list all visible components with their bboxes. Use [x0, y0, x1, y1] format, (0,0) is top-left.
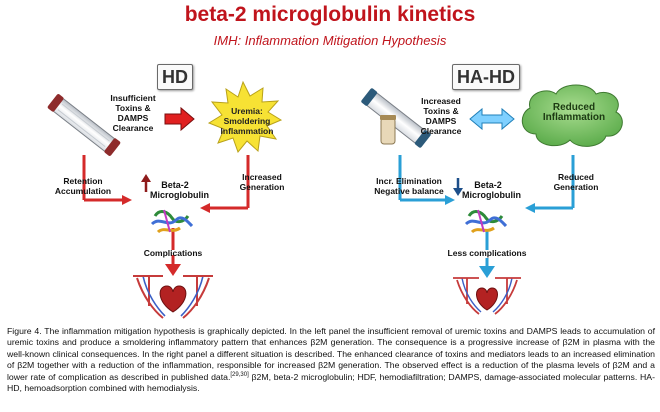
right-flow-arrows [398, 155, 575, 266]
left-protein-icon [150, 209, 194, 234]
left-dialyzer-icon [47, 94, 121, 156]
right-arrowhead-2 [525, 203, 535, 213]
reduced-generation-label: Reduced Generation [553, 172, 599, 192]
left-red-arrow-icon [164, 106, 195, 132]
caption-citation: [29,30] [230, 371, 249, 378]
left-arrowhead-3 [165, 264, 181, 276]
page-title: beta-2 microglobulin kinetics [184, 3, 476, 26]
right-down-arrowhead [453, 188, 463, 196]
right-beta2-label: Beta-2 Microglobulin [462, 180, 521, 200]
caption-tail: β2M, beta-2 microglobulin; HDF, hemodiaf… [7, 371, 655, 394]
incr-elimination-label: Incr. Elimination Negative balance [374, 176, 444, 196]
left-heart-vessels-icon [133, 275, 213, 319]
right-arrowhead-1 [445, 195, 455, 205]
left-arrowhead-2 [200, 203, 210, 213]
left-arrowhead-1 [122, 195, 132, 205]
increased-generation-label: Increased Generation [239, 172, 285, 192]
right-heart-vessels-icon [453, 277, 521, 315]
caption-text: Figure 4. The inflammation mitigation hy… [7, 326, 655, 382]
left-flow-arrows [82, 155, 250, 264]
hd-box: HD [157, 64, 193, 90]
left-up-arrowhead [141, 174, 151, 182]
less-complications-label: Less complications [447, 248, 527, 258]
complications-label: Complications [143, 248, 203, 258]
right-clearance-label: Increased Toxins & DAMPS Clearance [420, 96, 462, 136]
adsorption-cartridge-icon [380, 115, 396, 145]
right-protein-icon [464, 209, 508, 234]
starburst-icon [207, 80, 283, 154]
page-subtitle: IMH: Inflammation Mitigation Hypothesis [213, 33, 447, 48]
figure-caption: Figure 4. The inflammation mitigation hy… [7, 326, 655, 394]
ha-hd-box: HA-HD [452, 64, 520, 90]
right-arrowhead-3 [479, 266, 495, 278]
left-beta2-label: Beta-2 Microglobulin [150, 180, 209, 200]
reduced-inflammation-label: Reduced Inflammation [542, 102, 606, 123]
double-arrow-icon [469, 107, 515, 131]
retention-label: Retention Accumulation [54, 176, 112, 196]
cloud-icon [521, 84, 623, 147]
left-clearance-label: Insufficient Toxins & DAMPS Clearance [110, 93, 156, 133]
uremia-label: Uremia: Smoldering Inflammation [220, 106, 274, 136]
